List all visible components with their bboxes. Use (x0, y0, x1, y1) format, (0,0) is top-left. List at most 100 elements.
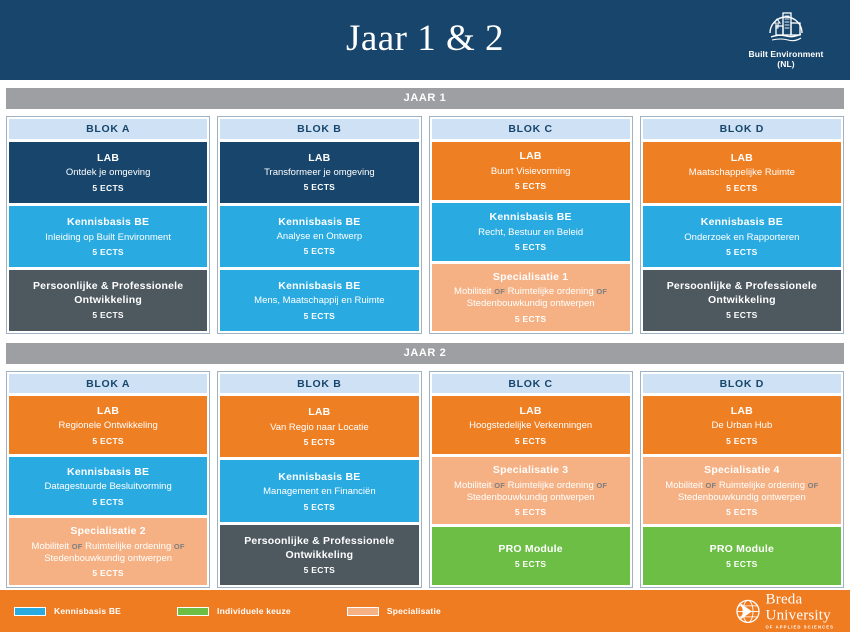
subtitle-or-separator: OF (494, 286, 506, 296)
card-subtitle: Mobiliteit OF Ruimtelijke ordening OF St… (14, 541, 202, 566)
card-title: Persoonlijke & Professionele Ontwikkelin… (666, 280, 818, 306)
card-title: Kennisbasis BE (67, 216, 150, 229)
course-card[interactable]: Kennisbasis BE Onderzoek en Rapporteren 5 … (642, 205, 841, 268)
legend-swatch (14, 606, 46, 616)
card-ects: 5 ECTS (92, 568, 124, 579)
logo-caption: Built Environment (NL) (749, 49, 824, 69)
subtitle-or-separator: OF (596, 480, 608, 490)
card-subtitle: Regionele Ontwikkeling (58, 420, 158, 432)
card-subtitle: Buurt Visievorming (490, 165, 571, 177)
course-card[interactable]: Persoonlijke & Professionele Ontwikkelin… (220, 524, 419, 586)
card-ects: 5 ECTS (303, 564, 336, 575)
block-header: BLOK A (9, 119, 208, 139)
card-title: PRO Module (498, 543, 563, 556)
card-title: Persoonlijke & Professionele Ontwikkelin… (32, 280, 184, 306)
card-subtitle: Ontdek je omgeving (65, 167, 151, 179)
legend-label: Kennisbasis BE (54, 606, 122, 617)
course-card[interactable]: Persoonlijke & Professionele Ontwikkelin… (642, 270, 841, 331)
card-ects: 5 ECTS (726, 559, 758, 570)
block-header: BLOK D (642, 373, 841, 394)
card-title: Kennisbasis BE (700, 216, 783, 229)
card-ects: 5 ECTS (303, 437, 336, 448)
subtitle-option: Mobiliteit (454, 479, 492, 491)
card-ects: 5 ECTS (726, 246, 758, 257)
card-subtitle: Datagestuurde Besluitvorming (44, 481, 172, 493)
card-title: Kennisbasis BE (278, 470, 361, 483)
breda-university-wordmark: Breda University OF APPLIED SCIENCES (765, 592, 834, 630)
subtitle-option: Stedenbouwkundig ontwerpen (466, 298, 595, 310)
card-subtitle: Analyse en Ontwerp (276, 231, 363, 243)
card-ects: 5 ECTS (303, 246, 336, 257)
university-line2: University (765, 607, 831, 624)
card-subtitle: Inleiding op Built Environment (45, 231, 171, 243)
card-title: LAB (97, 404, 120, 417)
subtitle-option: Mobiliteit (454, 285, 492, 297)
logo-caption-line2: (NL) (777, 59, 795, 70)
card-title: Kennisbasis BE (278, 215, 361, 228)
card-subtitle: Mens, Maatschappij en Ruimte (254, 295, 385, 307)
card-ects: 5 ECTS (726, 310, 758, 321)
page-header: Jaar 1 & 2 Built (0, 0, 850, 80)
card-title: LAB (97, 151, 120, 164)
block-header: BLOK C (431, 373, 630, 394)
course-card[interactable]: Kennisbasis BE Analyse en Ontwerp 5 ECTS (220, 205, 419, 267)
card-title: LAB (730, 404, 753, 417)
subtitle-option: Ruimtelijke ordening (85, 540, 172, 552)
subtitle-option: Mobiliteit (665, 479, 703, 491)
card-subtitle: De Urban Hub (711, 420, 773, 432)
card-ects: 5 ECTS (726, 435, 758, 446)
card-ects: 5 ECTS (726, 507, 758, 518)
logo-caption-line1: Built Environment (748, 49, 824, 59)
card-ects: 5 ECTS (514, 241, 547, 252)
card-ects: 5 ECTS (514, 180, 547, 191)
legend-item: Individuele keuze (177, 606, 291, 616)
card-ects: 5 ECTS (303, 310, 336, 321)
card-subtitle: Hoogstedelijke Verkenningen (469, 420, 593, 432)
card-subtitle: Mobiliteit OF Ruimtelijke ordening OF St… (648, 480, 836, 505)
university-tagline: OF APPLIED SCIENCES (765, 624, 834, 630)
course-card[interactable]: Persoonlijke & Professionele Ontwikkelin… (9, 270, 208, 331)
card-title: Persoonlijke & Professionele Ontwikkelin… (244, 535, 395, 561)
course-card[interactable]: Specialisatie 4 Mobiliteit OF Ruimtelijke… (642, 457, 841, 525)
year-bar: JAAR 2 (6, 342, 844, 364)
course-card[interactable]: Kennisbasis BE Inleiding op Built Environ… (9, 205, 208, 268)
card-ects: 5 ECTS (726, 182, 758, 193)
card-subtitle: Van Regio naar Locatie (270, 421, 369, 433)
subtitle-or-separator: OF (71, 541, 83, 551)
breda-university-logo: Breda University OF APPLIED SCIENCES (735, 592, 834, 630)
card-title: Specialisatie 2 (70, 525, 146, 538)
card-title: LAB (519, 404, 542, 417)
course-card[interactable]: LAB De Urban Hub 5 ECTS (642, 396, 841, 455)
card-title: LAB (730, 151, 753, 164)
card-ects: 5 ECTS (92, 496, 124, 507)
card-ects: 5 ECTS (92, 310, 124, 321)
card-subtitle: Onderzoek en Rapporteren (684, 231, 800, 243)
card-subtitle: Maatschappelijke Ruimte (688, 167, 795, 179)
card-title: Specialisatie 4 (704, 464, 780, 477)
legend-swatch (177, 606, 210, 616)
subtitle-option: Stedenbouwkundig ontwerpen (44, 552, 173, 564)
course-card[interactable]: LAB Maatschappelijke Ruimte 5 ECTS (642, 141, 841, 203)
course-card[interactable]: Specialisatie 2 Mobiliteit OF Ruimtelijke… (9, 518, 208, 586)
legend-item: Kennisbasis BE (14, 606, 121, 616)
